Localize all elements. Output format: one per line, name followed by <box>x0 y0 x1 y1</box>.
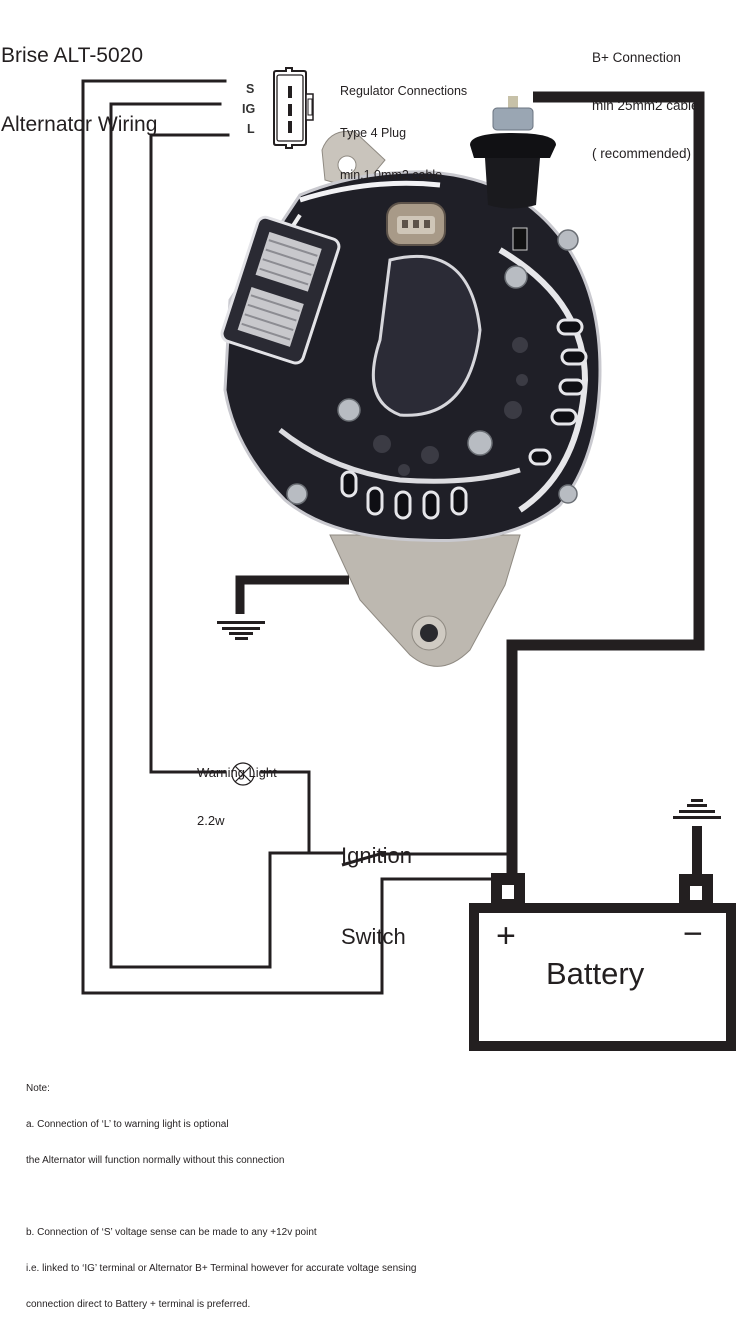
lamp-to-switch-wire <box>260 770 311 855</box>
ignition-switch-label: Ignition Switch <box>341 788 412 977</box>
ignition-switch-symbol[interactable] <box>341 851 386 867</box>
b-plus-line-2: min 25mm2 cable <box>592 98 699 113</box>
regulator-line-3: min.1.0mm2 cable <box>340 168 443 182</box>
b-plus-note: B+ Connection min 25mm2 cable ( recommen… <box>592 18 699 178</box>
lamp-icon <box>231 762 255 786</box>
note-b-line-1: b. Connection of ‘S’ voltage sense can b… <box>26 1227 317 1238</box>
page-title: Brise ALT-5020 Alternator Wiring <box>1 0 157 159</box>
ignition-line-1: Ignition <box>341 843 412 868</box>
note-b-line-3: connection direct to Battery + terminal … <box>26 1299 251 1310</box>
wiring-diagram <box>81 67 736 1051</box>
battery-positive-label: + <box>496 917 516 955</box>
b-plus-cable <box>506 91 705 884</box>
note-a-line-2: the Alternator will function normally wi… <box>26 1155 285 1166</box>
b-plus-line-1: B+ Connection <box>592 50 681 65</box>
title-line-2: Alternator Wiring <box>1 113 158 136</box>
ig-wire <box>109 102 344 969</box>
notes-heading: Note: <box>26 1083 50 1094</box>
battery-label: Battery <box>546 956 645 991</box>
regulator-line-2: Type 4 Plug <box>340 126 407 140</box>
regulator-line-1: Regulator Connections <box>340 84 468 98</box>
battery-symbol <box>469 826 736 1051</box>
terminal-s-label: S <box>246 82 255 96</box>
alternator-image <box>220 96 602 667</box>
notes-spacer <box>26 1191 416 1203</box>
terminal-l-label: L <box>247 122 255 136</box>
warning-light-label: Warning Light 2.2w <box>197 733 277 845</box>
title-line-1: Brise ALT-5020 <box>1 44 144 67</box>
battery-ground-icon <box>673 799 721 819</box>
note-b-line-2: i.e. linked to ‘IG’ terminal or Alternat… <box>26 1263 417 1274</box>
terminal-ig-label: IG <box>242 102 256 116</box>
regulator-plug-icon <box>273 67 314 149</box>
note-a-line-1: a. Connection of ‘L’ to warning light is… <box>26 1119 229 1130</box>
notes-section: Note: a. Connection of ‘L’ to warning li… <box>26 1059 416 1323</box>
alternator-ground-strap <box>235 575 349 614</box>
battery-negative-label: − <box>683 915 703 953</box>
b-plus-line-3: ( recommended) <box>592 146 692 161</box>
l-wire <box>149 133 230 774</box>
regulator-note: Regulator Connections Type 4 Plug min.1.… <box>340 56 467 196</box>
warning-light-rating: 2.2w <box>197 813 225 828</box>
s-wire <box>81 79 500 995</box>
warning-light-title: Warning Light <box>197 765 277 780</box>
ignition-line-2: Switch <box>341 924 406 949</box>
ground-icon <box>217 621 265 640</box>
signal-wires <box>81 79 510 995</box>
